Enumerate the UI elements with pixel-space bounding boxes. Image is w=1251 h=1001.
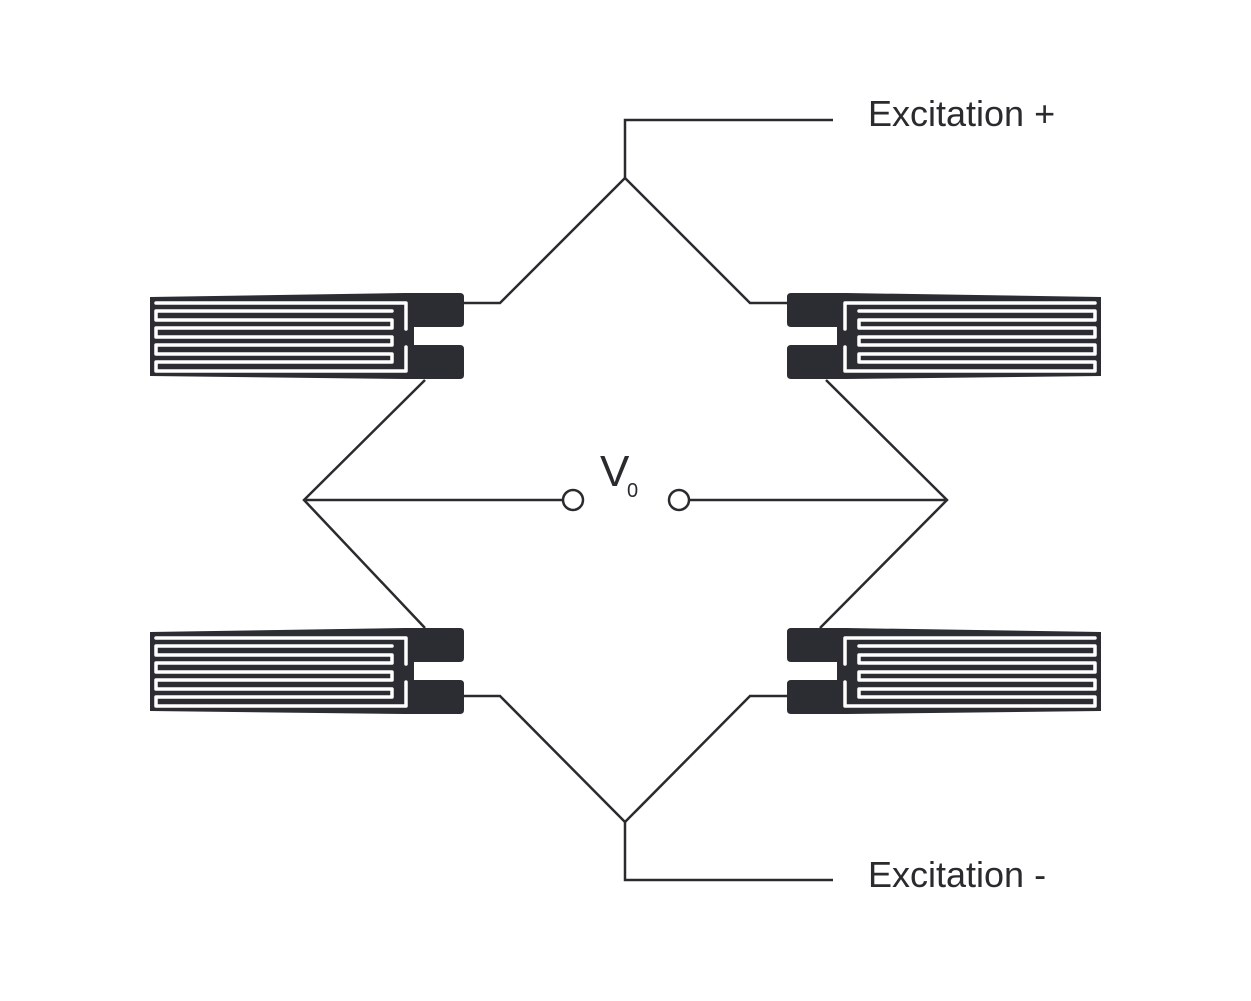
strain-gauge-bottom-left	[148, 626, 466, 716]
bridge-wiring	[302, 118, 949, 882]
strain-gauge-bottom-right	[785, 626, 1103, 716]
output-terminal-right	[667, 488, 691, 512]
strain-gauge-top-right	[785, 291, 1103, 381]
middle-left-arm	[302, 379, 426, 629]
strain-gauge-top-left	[148, 291, 466, 381]
middle-right-arm	[819, 379, 949, 629]
bottom-right-arm	[624, 694, 788, 823]
top-left-arm	[464, 177, 626, 305]
top-right-arm	[624, 177, 788, 305]
excitation-plus-label: Excitation +	[868, 93, 1056, 134]
output-voltage-subscript: 0	[627, 480, 639, 502]
excitation-minus-label: Excitation -	[868, 854, 1047, 895]
bottom-left-arm	[464, 694, 626, 823]
excitation-plus-lead	[623, 118, 833, 178]
output-voltage-label: V	[600, 447, 630, 496]
output-terminal-left	[561, 488, 585, 512]
excitation-minus-lead	[623, 822, 833, 882]
